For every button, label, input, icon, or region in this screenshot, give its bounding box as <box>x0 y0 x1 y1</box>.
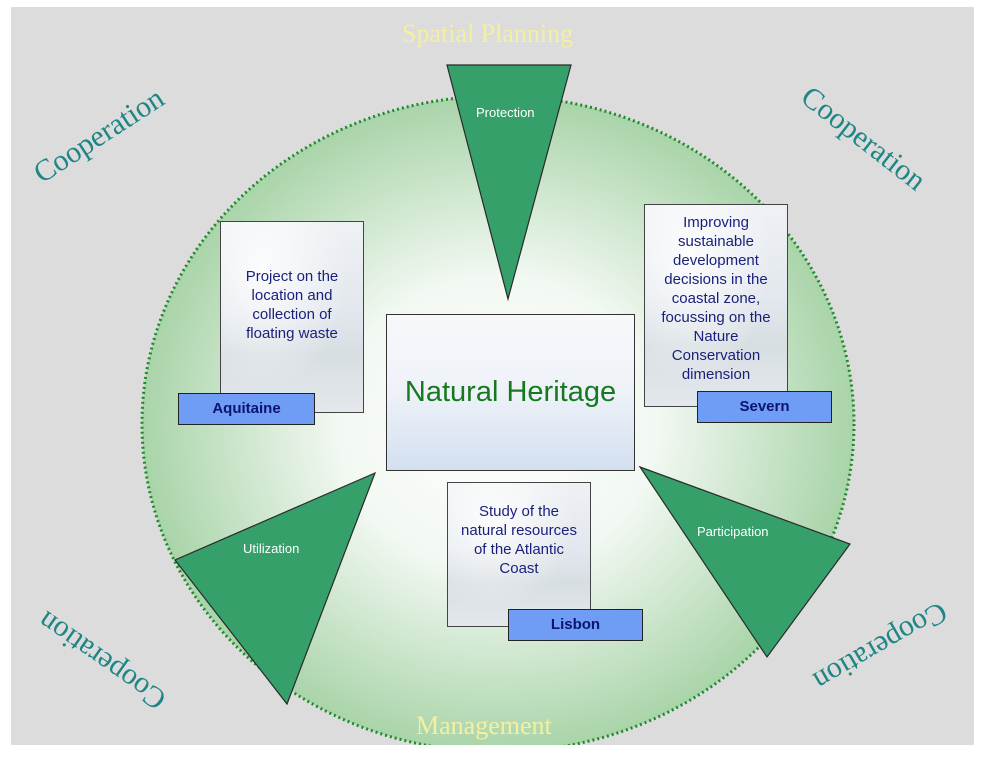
severn-description: Improving sustainable development decisi… <box>661 214 771 383</box>
participation-triangle <box>638 465 851 659</box>
natural-heritage-box: Natural Heritage <box>386 314 635 471</box>
lisbon-tag: Lisbon <box>508 609 643 641</box>
lisbon-description: Study of the natural resources of the At… <box>461 503 577 577</box>
aquitaine-tag: Aquitaine <box>178 393 315 425</box>
protection-label: Protection <box>476 105 535 120</box>
protection-triangle <box>446 64 572 302</box>
aquitaine-photo-card: Project on the location and collection o… <box>220 221 364 413</box>
diagram-panel: Spatial Planning Management Cooperation … <box>11 7 974 745</box>
utilization-triangle <box>174 471 377 706</box>
utilization-label: Utilization <box>243 541 300 556</box>
lisbon-photo-card: Study of the natural resources of the At… <box>447 482 591 627</box>
natural-heritage-title: Natural Heritage <box>404 376 617 408</box>
aquitaine-description: Project on the location and collection o… <box>245 268 339 342</box>
participation-label: Participation <box>697 524 769 539</box>
heading-management: Management <box>416 711 552 740</box>
heading-spatial-planning: Spatial Planning <box>402 19 574 48</box>
severn-photo-card: Improving sustainable development decisi… <box>644 204 788 407</box>
severn-tag: Severn <box>697 391 832 423</box>
